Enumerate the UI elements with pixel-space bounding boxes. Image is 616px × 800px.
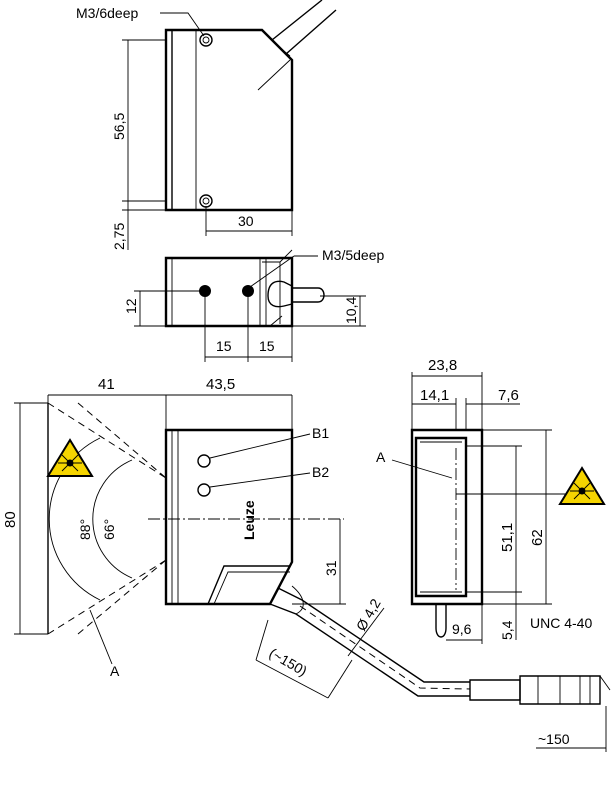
dim-80: 80 <box>2 511 19 528</box>
dim-62: 62 <box>529 529 546 546</box>
dim-7-6: 7,6 <box>498 387 519 404</box>
rear-view: A 23,8 14,1 7,6 51,1 62 5,4 9,6 UNC 4-40 <box>376 357 606 644</box>
dim-15-b: 15 <box>259 338 275 354</box>
dim-2-75: 2,75 <box>111 223 127 250</box>
thread-label: UNC 4-40 <box>530 615 592 631</box>
laser-warning-icon <box>558 466 606 505</box>
dim-88: 88° <box>77 519 93 540</box>
top-view: M3/6deep 56,5 2,75 30 <box>76 0 337 250</box>
dim-31: 31 <box>323 560 339 576</box>
dim-30: 30 <box>238 213 254 229</box>
led-b1-label: B1 <box>312 425 329 441</box>
dim-51-1: 51,1 <box>499 523 516 552</box>
side-view: M3/5deep 12 10,4 15 15 <box>123 247 384 362</box>
dim-15-a: 15 <box>216 338 232 354</box>
mark-a-front: A <box>110 663 120 679</box>
laser-warning-icon <box>46 438 94 477</box>
mark-a-side: A <box>376 449 386 465</box>
side-hole-label: M3/5deep <box>322 247 384 263</box>
dim-cable-length: (~150) <box>267 645 310 679</box>
dim-43-5: 43,5 <box>206 376 235 393</box>
led-b2-label: B2 <box>312 464 329 480</box>
dim-5-4: 5,4 <box>499 620 515 640</box>
top-hole-label: M3/6deep <box>76 5 138 21</box>
dim-14-1: 14,1 <box>420 387 449 404</box>
dim-12: 12 <box>123 298 139 314</box>
dim-66: 66° <box>101 519 117 540</box>
dim-150: ~150 <box>538 731 570 747</box>
dim-41: 41 <box>98 376 115 393</box>
front-view: B1 B2 Leuze 41 43,5 80 88° 66° <box>2 376 611 752</box>
dim-23-8: 23,8 <box>428 357 457 374</box>
dim-10-4: 10,4 <box>343 297 359 324</box>
brand-logo: Leuze <box>241 500 257 540</box>
dim-56-5: 56,5 <box>111 113 127 140</box>
dim-9-6: 9,6 <box>452 621 472 637</box>
